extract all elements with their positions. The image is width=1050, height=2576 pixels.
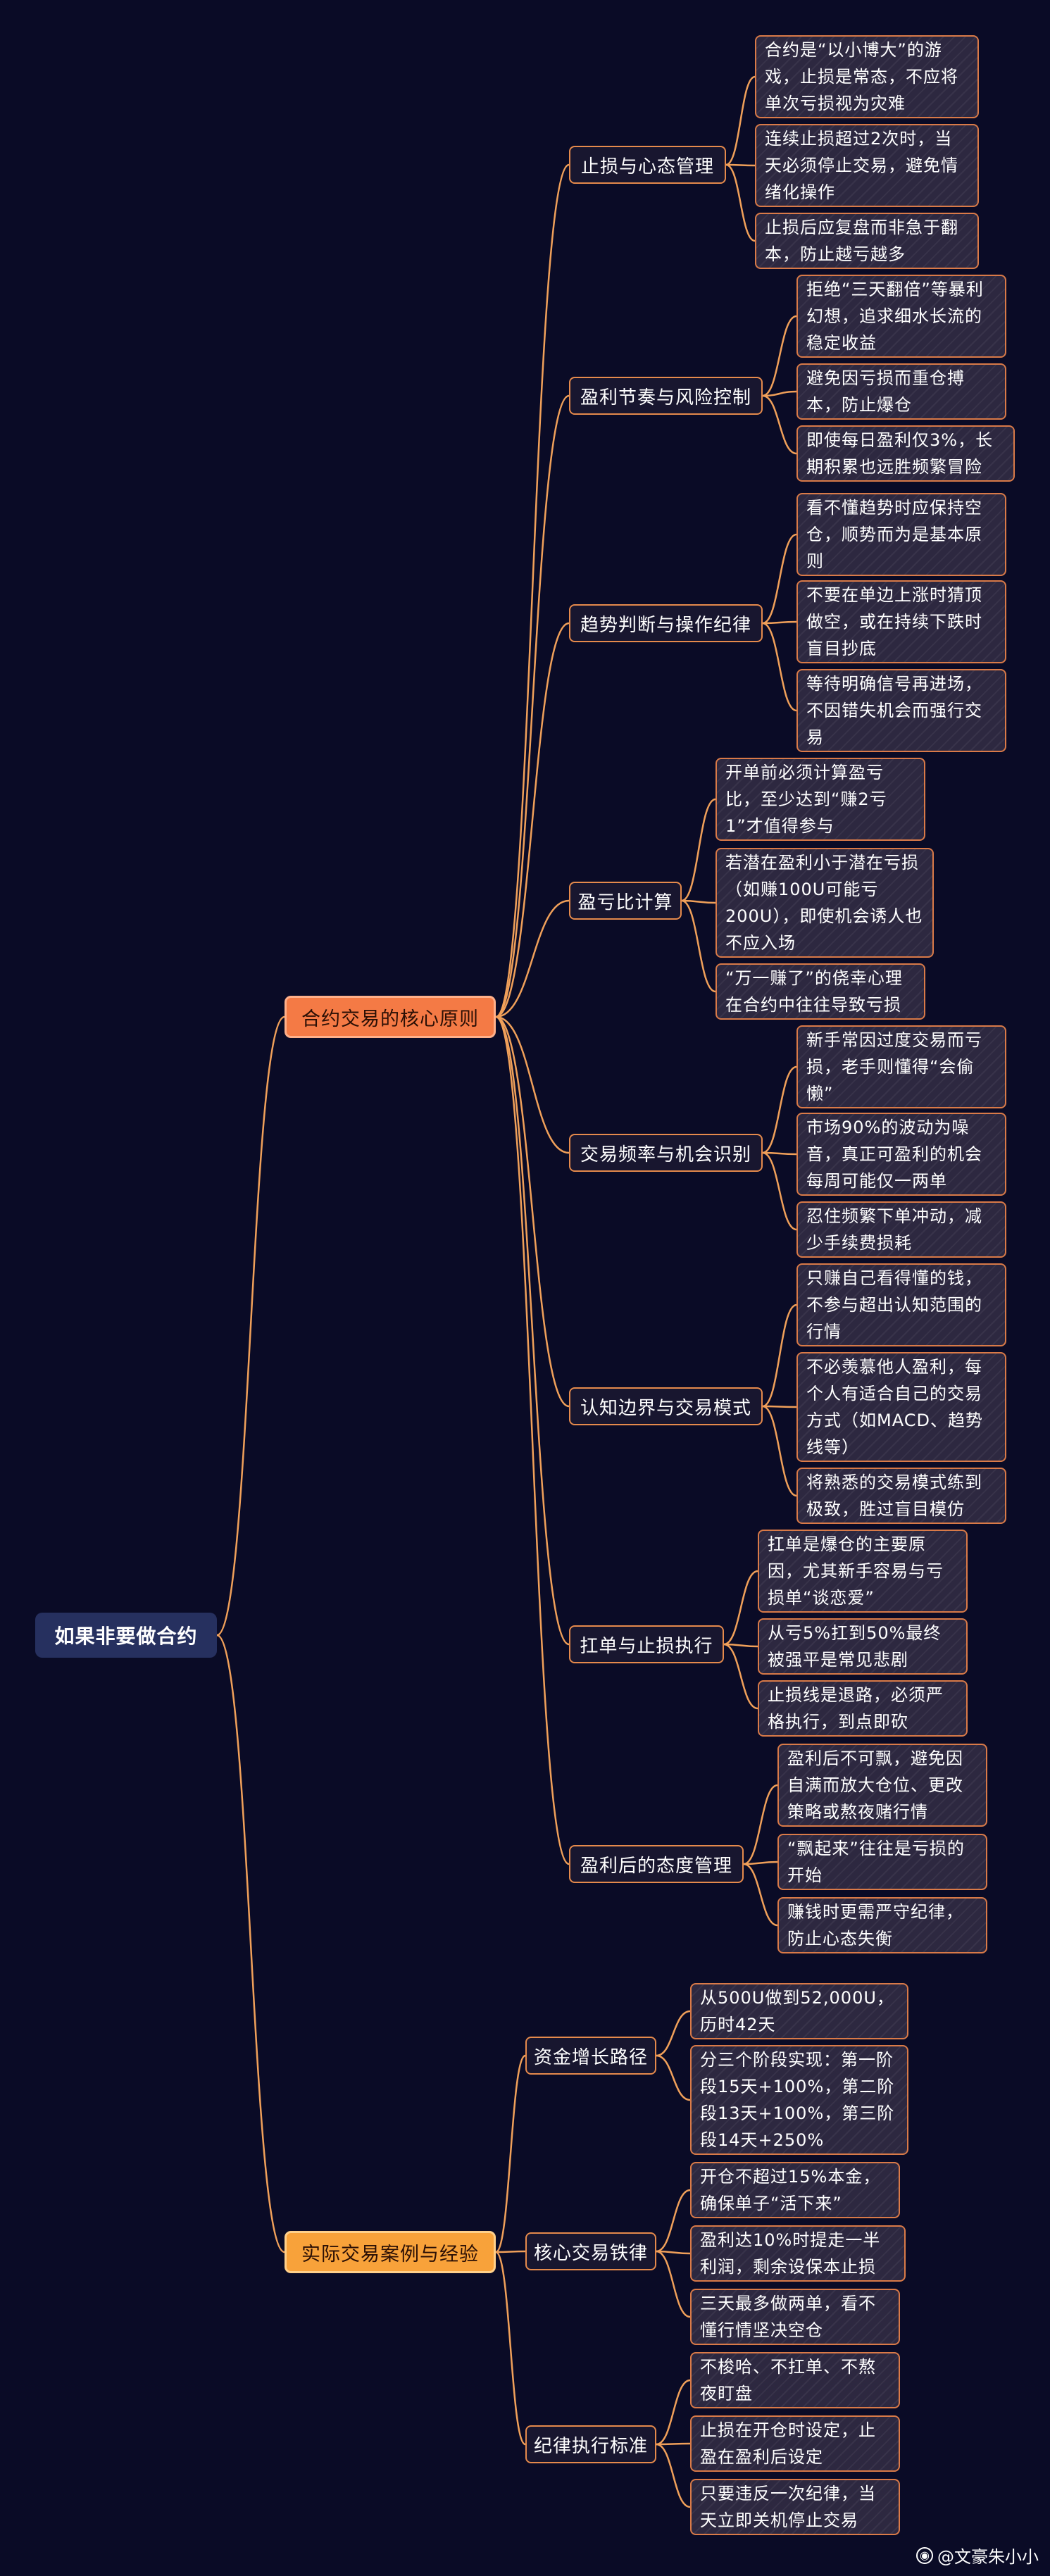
topic-frequency[interactable]: 交易频率与机会识别: [569, 1134, 763, 1172]
connector-38: [656, 2189, 691, 2253]
connector-33: [216, 1634, 285, 2253]
mindmap-root[interactable]: 如果非要做合约: [35, 1613, 217, 1658]
connector-11: [762, 620, 797, 625]
connector-44: [656, 2443, 691, 2508]
leaf-std-2[interactable]: 止损在开仓时设定，止盈在盈利后设定: [690, 2415, 900, 2472]
connector-21: [495, 1015, 570, 1408]
leaf-after-2[interactable]: “飘起来”往往是亏损的开始: [777, 1834, 987, 1890]
leaf-cog-2[interactable]: 不必羡慕他人盈利，每个人有适合自己的交易方式（如MACD、趋势线等）: [796, 1352, 1006, 1462]
topic-hold-stoploss[interactable]: 扛单与止损执行: [569, 1625, 724, 1663]
leaf-freq-1[interactable]: 新手常因过度交易而亏损，老手则懂得“会偷懒”: [796, 1025, 1006, 1108]
leaf-freq-3[interactable]: 忍住频繁下单冲动，减少手续费损耗: [796, 1201, 1006, 1258]
leaf-rhythm-2[interactable]: 避免因亏损而重仓搏本，防止爆仓: [796, 363, 1006, 420]
connector-23: [762, 1405, 797, 1408]
leaf-rule-2[interactable]: 盈利达10%时提走一半利润，剩余设保本止损: [690, 2225, 906, 2282]
leaf-hold-2[interactable]: 从亏5%扛到50%最终被强平是常见悲剧: [758, 1618, 968, 1675]
leaf-hold-3[interactable]: 止损线是退路，必须严格执行，到点即砍: [758, 1680, 968, 1737]
leaf-rr-3[interactable]: “万一赚了”的侥幸心理在合约中往往导致亏损: [715, 963, 925, 1020]
leaf-stoploss-2[interactable]: 连续止损超过2次时，当天必须停止交易，避免情绪化操作: [755, 124, 979, 207]
connector-41: [495, 2251, 526, 2446]
leaf-std-3[interactable]: 只要违反一次纪律，当天立即关机停止交易: [690, 2479, 900, 2535]
connector-25: [495, 1015, 570, 1646]
topic-core-rules[interactable]: 核心交易铁律: [525, 2232, 656, 2270]
leaf-rule-3[interactable]: 三天最多做两单，看不懂行情坚决空仓: [690, 2289, 900, 2345]
branch-practical-cases[interactable]: 实际交易案例与经验: [285, 2231, 496, 2273]
leaf-hold-1[interactable]: 扛单是爆仓的主要原因，尤其新手容易与亏损单“谈恋爱”: [758, 1530, 968, 1613]
connector-19: [762, 1151, 797, 1156]
leaf-growth-1[interactable]: 从500U做到52,000U，历时42天: [690, 1983, 908, 2039]
leaf-after-1[interactable]: 盈利后不可飘，避免因自满而放大仓位、更改策略或熬夜赌行情: [777, 1744, 987, 1827]
leaf-rr-2[interactable]: 若潜在盈利小于潜在亏损（如赚100U可能亏200U），即使机会诱人也不应入场: [715, 848, 934, 958]
connector-1: [495, 163, 570, 1018]
connector-29: [495, 1015, 570, 1865]
connector-13: [495, 899, 570, 1018]
connector-7: [762, 390, 797, 397]
connector-2: [725, 75, 756, 166]
topic-profit-rhythm[interactable]: 盈利节奏与风险控制: [569, 377, 763, 415]
leaf-std-1[interactable]: 不梭哈、不扛单、不熬夜盯盘: [690, 2352, 900, 2408]
connector-4: [725, 163, 756, 242]
leaf-rhythm-3[interactable]: 即使每日盈利仅3%，长期积累也远胜频繁冒险: [796, 425, 1015, 482]
leaf-rule-1[interactable]: 开仓不超过15%本金，确保单子“活下来”: [690, 2162, 900, 2218]
connector-31: [743, 1861, 778, 1865]
leaf-trend-3[interactable]: 等待明确信号再进场，不因错失机会而强行交易: [796, 669, 1006, 752]
connector-0: [216, 1015, 285, 1637]
topic-trend-discipline[interactable]: 趋势判断与操作纪律: [569, 604, 763, 642]
leaf-stoploss-1[interactable]: 合约是“以小博大”的游戏，止损是常态，不应将单次亏损视为灾难: [755, 35, 979, 118]
topic-discipline-standard[interactable]: 纪律执行标准: [525, 2425, 656, 2463]
topic-capital-growth[interactable]: 资金增长路径: [525, 2037, 656, 2075]
connector-16: [681, 899, 716, 993]
leaf-cog-3[interactable]: 将熟悉的交易模式练到极致，胜过盲目模仿: [796, 1468, 1006, 1524]
leaf-trend-2[interactable]: 不要在单边上涨时猜顶做空，或在持续下跌时盲目抄底: [796, 580, 1006, 663]
connector-20: [762, 1151, 797, 1231]
topic-after-profit[interactable]: 盈利后的态度管理: [569, 1845, 744, 1883]
connector-37: [495, 2250, 526, 2253]
connector-24: [762, 1405, 797, 1497]
connector-39: [656, 2250, 691, 2255]
connector-34: [495, 2054, 526, 2253]
topic-stoploss-mindset[interactable]: 止损与心态管理: [569, 146, 726, 184]
connector-32: [743, 1863, 778, 1927]
leaf-cog-1[interactable]: 只赚自己看得懂的钱，不参与超出认知范围的行情: [796, 1263, 1006, 1346]
connector-42: [656, 2379, 691, 2446]
connector-27: [723, 1643, 758, 1648]
connector-10: [762, 533, 797, 625]
connector-17: [495, 1015, 570, 1154]
connector-15: [681, 899, 716, 904]
topic-risk-reward[interactable]: 盈亏比计算: [569, 882, 682, 920]
leaf-rr-1[interactable]: 开单前必须计算盈亏比，至少达到“赚2亏1”才值得参与: [715, 758, 925, 841]
leaf-growth-2[interactable]: 分三个阶段实现：第一阶段15天+100%，第二阶段13天+100%，第三阶段14…: [690, 2045, 908, 2155]
connector-18: [762, 1065, 797, 1154]
leaf-rhythm-1[interactable]: 拒绝“三天翻倍”等暴利幻想，追求细水长流的稳定收益: [796, 275, 1006, 358]
watermark-text: @文豪朱小小: [937, 2547, 1039, 2567]
connector-30: [743, 1784, 778, 1865]
connector-28: [723, 1643, 758, 1710]
connector-6: [762, 315, 797, 397]
watermark: ◉ @文豪朱小小: [916, 2543, 1039, 2568]
branch-core-principles[interactable]: 合约交易的核心原则: [285, 996, 496, 1038]
leaf-trend-1[interactable]: 看不懂趋势时应保持空仓，顺势而为是基本原则: [796, 493, 1006, 576]
connector-22: [762, 1303, 797, 1408]
leaf-stoploss-3[interactable]: 止损后应复盘而非急于翻本，防止越亏越多: [755, 213, 979, 269]
topic-cognition[interactable]: 认知边界与交易模式: [569, 1387, 763, 1425]
connector-35: [656, 2010, 691, 2057]
weibo-icon: ◉: [916, 2546, 933, 2564]
connector-8: [762, 394, 797, 455]
leaf-after-3[interactable]: 赚钱时更需严守纪律，防止心态失衡: [777, 1897, 987, 1953]
leaf-freq-2[interactable]: 市场90%的波动为噪音，真正可盈利的机会每周可能仅一两单: [796, 1113, 1006, 1196]
connector-36: [656, 2054, 691, 2101]
connector-12: [762, 622, 797, 712]
connector-9: [495, 622, 570, 1018]
connector-14: [681, 798, 716, 902]
connector-40: [656, 2250, 691, 2318]
connector-5: [495, 394, 570, 1018]
connector-26: [723, 1570, 758, 1646]
